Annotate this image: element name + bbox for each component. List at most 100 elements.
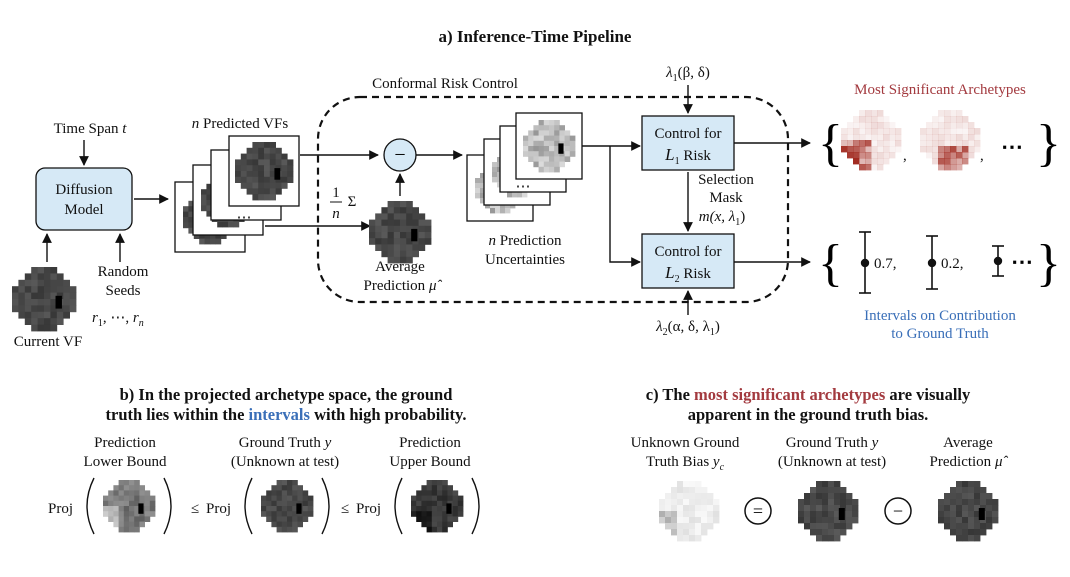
vf-pixel	[683, 535, 690, 542]
vf-pixel	[44, 286, 51, 293]
vf-pixel	[865, 116, 872, 123]
vf-pixel	[271, 506, 277, 512]
vf-pixel	[938, 158, 945, 165]
vf-pixel	[810, 523, 817, 530]
diffusion-model-box	[35, 167, 133, 231]
vf-pixel	[426, 526, 433, 533]
vf-pixel	[559, 151, 565, 157]
vf-pixel	[201, 194, 207, 201]
vf-pixel	[659, 499, 666, 506]
vf-pixel	[252, 194, 259, 201]
vf-pixel	[707, 511, 714, 518]
vf-pixel	[426, 500, 433, 507]
vf-pixel	[307, 495, 314, 502]
vf-pixel	[974, 505, 981, 512]
vf-blind-spot	[411, 228, 418, 242]
vf-pixel	[538, 125, 545, 131]
vf-pixel	[426, 490, 433, 496]
vf-pixel	[986, 523, 993, 530]
vf-pixel	[671, 523, 678, 530]
vf-pixel	[671, 529, 678, 536]
vf-pixel	[683, 511, 690, 518]
vf-pixel	[816, 511, 823, 518]
vf-pixel	[144, 500, 151, 507]
vf-pixel	[431, 480, 438, 486]
vf-pixel	[510, 203, 516, 209]
vf-pixel	[113, 516, 119, 522]
vf-pixel	[707, 493, 714, 500]
vf-pixel	[266, 516, 272, 522]
vf-pixel	[199, 238, 205, 245]
vf-pixel	[269, 188, 276, 195]
vf-pixel	[400, 256, 407, 264]
vf-pixel	[490, 203, 496, 209]
vf-pixel	[828, 517, 835, 524]
vf-pixel	[292, 490, 298, 496]
vf-pixel	[986, 499, 993, 506]
vf-pixel	[889, 134, 896, 141]
vf-pixel	[944, 517, 951, 524]
vf-pixel	[31, 286, 38, 293]
vf-pixel	[271, 485, 277, 491]
vf-pixel	[416, 506, 422, 512]
vf-pixel	[962, 535, 969, 542]
vf-pixel	[246, 153, 253, 160]
vf-pixel	[393, 250, 401, 258]
vf-pixel	[804, 505, 811, 512]
panel-c-title-2: apparent in the ground truth bias.	[688, 405, 929, 424]
vf-pixel	[400, 244, 407, 251]
vf-pixel	[24, 273, 32, 281]
vf-pixel	[264, 147, 271, 154]
vf-pixel	[847, 134, 854, 141]
minus-c-symbol: −	[893, 501, 903, 521]
vf-pixel	[103, 500, 109, 507]
vf-pixel	[956, 523, 963, 530]
vf-pixel	[671, 517, 678, 524]
vf-pixel	[264, 182, 271, 189]
vf-pixel	[447, 485, 453, 491]
vf-pixel	[974, 140, 981, 147]
vf-pixel	[986, 493, 993, 500]
vf-pixel	[495, 208, 501, 214]
ground-truth-image	[261, 480, 314, 533]
vf-pixel	[798, 517, 805, 524]
vf-pixel	[123, 521, 130, 528]
vf-pixel	[707, 523, 714, 530]
vf-pixel	[683, 517, 690, 524]
vf-pixel	[816, 523, 823, 530]
vf-pixel	[129, 526, 135, 533]
vf-pixel	[287, 165, 294, 172]
vf-pixel	[201, 200, 207, 206]
intervals-dots: ⋯	[1011, 249, 1033, 274]
vf-pixel	[240, 159, 247, 166]
archetypes-open-brace: {	[818, 115, 843, 172]
vf-pixel	[302, 511, 309, 517]
vf-pixel	[822, 505, 829, 512]
vf-pixel	[437, 490, 443, 496]
vf-pixel	[246, 176, 253, 183]
vf-pixel	[938, 505, 945, 512]
vf-pixel	[12, 305, 19, 313]
vf-pixel	[707, 517, 714, 524]
upper-bound-image	[411, 480, 464, 533]
vf-pixel	[375, 219, 382, 227]
avg-c-label-2: Prediction μ̂	[930, 454, 1009, 470]
vf-pixel	[895, 140, 902, 147]
vf-pixel	[418, 225, 426, 233]
lambda2-label: λ2(α, δ, λ1)	[655, 319, 720, 338]
vf-pixel	[932, 134, 939, 141]
vf-pixel	[252, 147, 259, 154]
vf-pixel	[950, 152, 957, 159]
control-l1-line2: L1 Risk	[664, 145, 711, 167]
vf-pixel	[852, 511, 859, 518]
vf-pixel	[287, 171, 294, 178]
vf-pixel	[695, 529, 702, 536]
vf-pixel	[206, 210, 213, 217]
vf-pixel	[297, 516, 303, 522]
vf-pixel	[920, 146, 927, 153]
vf-pixel	[217, 221, 223, 228]
vf-pixel	[31, 299, 38, 306]
vf-pixel	[387, 225, 395, 233]
vf-pixel	[932, 116, 939, 123]
vf-pixel	[276, 480, 283, 486]
